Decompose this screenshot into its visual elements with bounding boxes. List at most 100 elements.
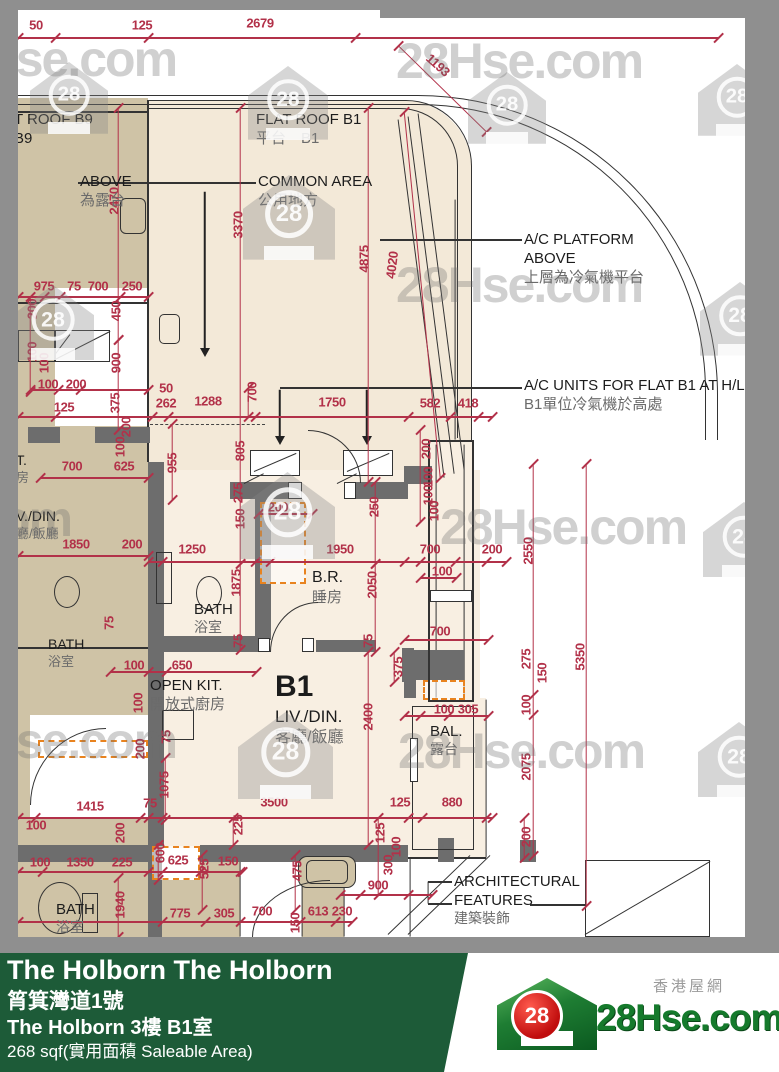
fixture [428,440,474,702]
house-base [266,127,310,140]
room-label: OPEN KIT. 開放式廚房 [150,676,225,714]
dim-label: 300 [380,854,396,876]
footer: The Holborn The Holborn 筲箕灣道1號 The Holbo… [0,953,779,1072]
dim-label: 700 [251,903,273,919]
dim-label: 200 [418,438,434,460]
room-label-line: ABOVE [80,173,132,190]
room-label-line: OPEN KIT. [150,677,223,694]
room-label-line: T. [16,452,27,468]
dim-label: 1940 [112,891,128,919]
brand-28-badge: 28 [511,990,563,1042]
dim-label: 50 [29,17,43,33]
house-base [264,246,314,260]
room-label-line: 建築裝飾 [454,910,510,927]
black-line [409,857,411,937]
dim-label: 418 [457,395,479,411]
fixture [162,710,194,740]
fixture [156,552,172,604]
room-label-line: B9 [14,130,33,148]
fixture [82,893,98,933]
room-label-line: BATH [194,601,233,618]
dim-label: 100 [25,817,47,833]
room-label: B.R.睡房 [312,568,343,608]
dim-label: 600 [152,842,168,864]
fixture [55,330,110,362]
dim-label: 125 [53,399,75,415]
dim-line [340,894,432,896]
dim-label: 250 [121,278,143,294]
boundary-curve [148,100,472,440]
dim-label: 100 [37,376,59,392]
separator-bar [0,937,779,953]
room-label-line: B1單位冷氣機於高處 [524,396,663,414]
black-line [380,239,522,241]
dim-label: 625 [167,852,189,868]
arrow-head [200,348,210,357]
watermark-house-icon: 28 [248,66,328,140]
dim-label: 700 [61,458,83,474]
dim-label: 1415 [76,798,104,814]
dim-label: 100 [431,563,453,579]
frame-strip [0,0,18,953]
watermark-text: 28Hse.com [440,499,688,555]
room-label-line: BAL. [430,723,463,740]
watermark-house-icon: 28 [243,175,335,260]
dim-line [420,577,456,579]
dim-line [30,389,148,391]
house-base [47,122,91,134]
dim-label: 375 [390,656,406,678]
badge-28: 28 [486,84,528,126]
dim-label: 775 [169,905,191,921]
arrow-line [204,192,206,350]
room-label-line: 睡房 [312,589,343,607]
watermark-text: 28Hse.com [0,31,178,87]
fixture [344,482,356,499]
dim-label: 700 [429,623,451,639]
house-base [261,545,314,560]
dim-label: 200 [112,822,128,844]
house-base [715,124,759,136]
dim-line [18,871,242,873]
black-line [530,904,585,906]
room-label-line: 浴室 [56,919,84,936]
wall [200,845,408,862]
room-label-line: 露台 [430,741,458,758]
black-line [147,100,149,462]
brand-house-icon[interactable]: 28 [497,978,597,1050]
dim-label: 2400 [360,703,376,731]
wall [162,636,258,652]
dim-label: 4875 [356,245,372,273]
dim-label: 805 [232,440,248,462]
room-label-line: 開放式廚房 [150,696,226,714]
dim-label: 262 [155,395,177,411]
room-label-line: B1 [275,670,314,703]
badge-28: 28 [260,727,311,777]
fixture [120,198,146,234]
dim-line [148,561,506,563]
arrow-line [279,390,281,438]
black-line [427,881,429,904]
dim-label: 1250 [178,541,206,557]
watermark-text: 28Hse.com [0,713,178,769]
dim-line [40,477,148,479]
wall [316,640,376,652]
badge-28: 28 [267,79,309,121]
footer-green-banner [0,953,468,1072]
watermark-house-icon: 28 [30,62,108,134]
dim-label: 230 [331,903,353,919]
watermark-text: 28Hse.com [396,33,644,89]
fixture [430,590,472,602]
room-label-line: V./DIN. [16,508,60,524]
dim-label: 5350 [572,643,588,671]
brand-name[interactable]: 28Hse.com [596,997,779,1038]
black-line [428,903,452,905]
watermark-text: 28Hse.com [398,723,646,779]
dim-label: 1075 [156,771,172,799]
dim-label: 880 [441,794,463,810]
dim-label: 2679 [246,15,274,31]
wall [404,466,432,484]
dim-label: 125 [372,822,388,844]
